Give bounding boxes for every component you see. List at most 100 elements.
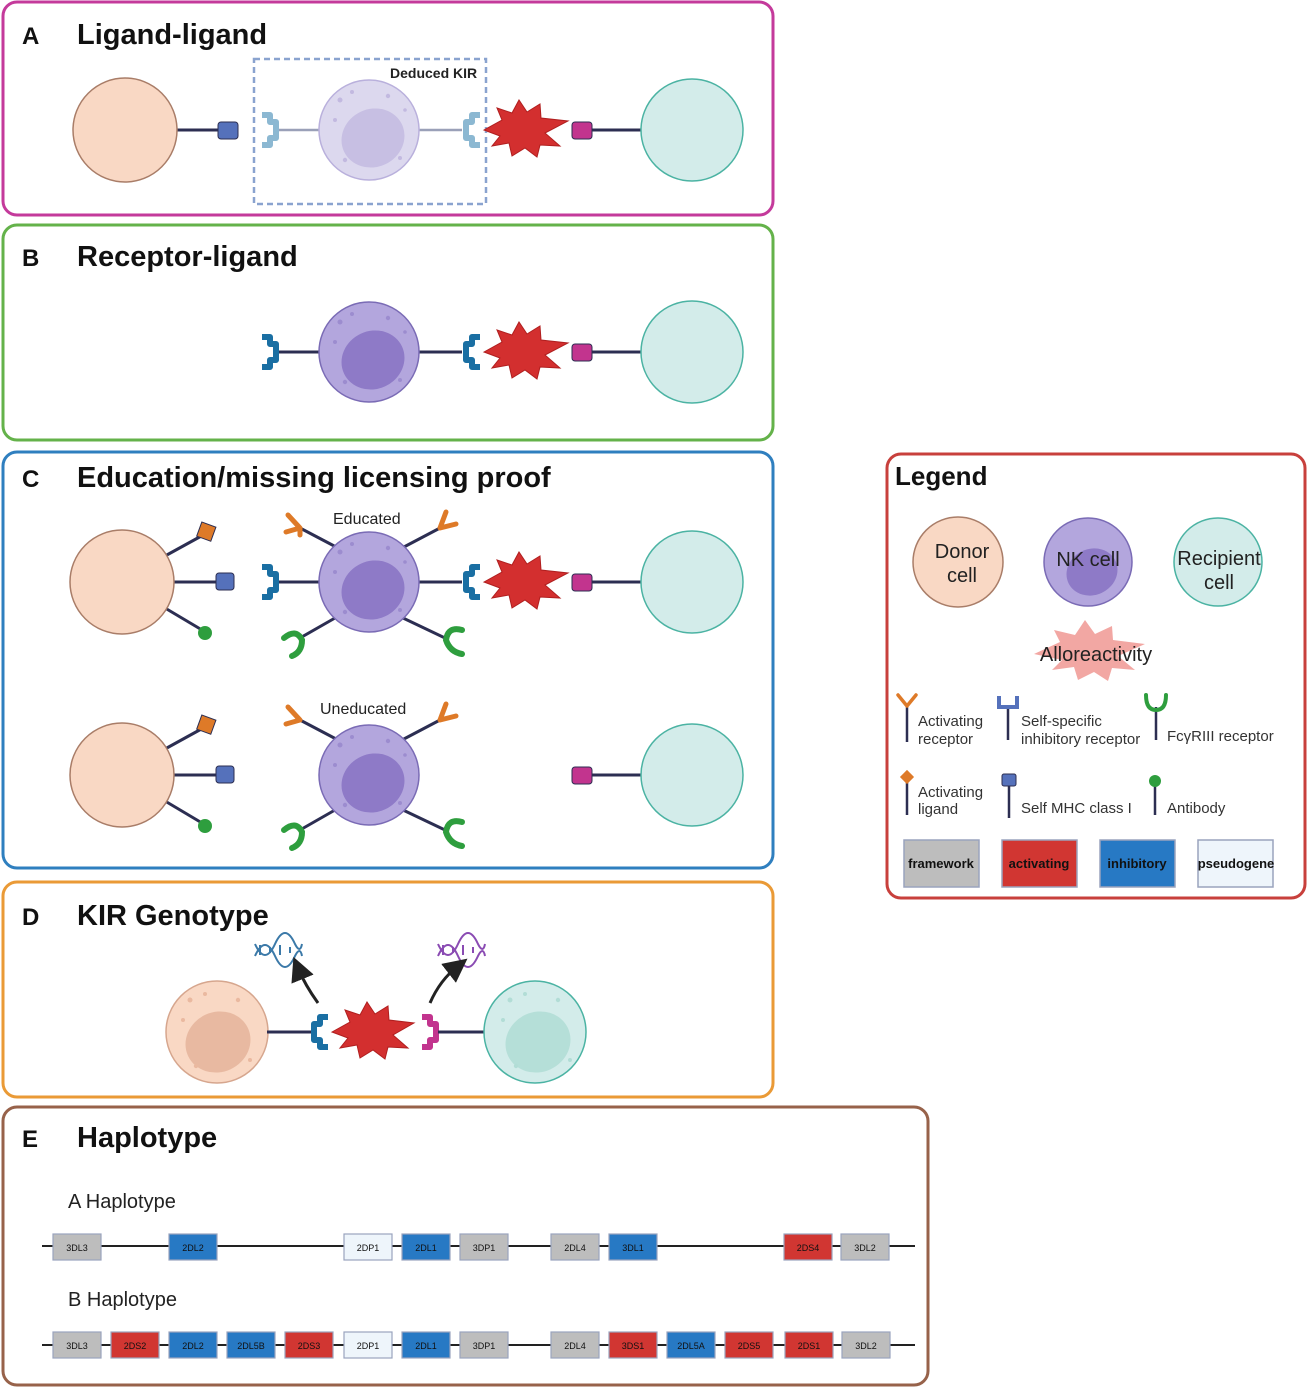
gene-box-2ds4 [783,1233,833,1261]
panel-c-frame [1,450,775,870]
alloreactivity-star [482,321,570,380]
legend-self-mhc-label: Self MHC class I [1021,800,1132,817]
key-framework-label: framework [908,856,975,871]
donor-cell [72,77,178,183]
panel-a-frame [1,0,775,217]
gene-label: 2DL4 [564,1341,586,1351]
donor-granules [181,992,252,1069]
gene-box-3dl1 [608,1233,658,1261]
panel-e-title: Haplotype [77,1122,217,1154]
legend-fc-receptor-icon [1144,693,1168,713]
activating-receptor [437,509,459,531]
self-mhc-ligand [215,572,235,591]
dna-icon [254,932,303,968]
legend-recipient-cell [1173,517,1263,607]
gene-label: 2DS4 [797,1243,820,1253]
gene-box-2dl2 [168,1331,218,1359]
deduced-kir-label: Deduced KIR [390,65,477,81]
gene-box-2ds1 [784,1331,834,1359]
arrow [291,956,320,1004]
connector-line [401,718,441,742]
deduced-kir-dashed-box [252,57,488,206]
legend-nk-label: NK cell [1056,549,1119,571]
legend-activating-receptor-label-1: Activating [918,713,983,730]
recipient-cell [640,530,744,634]
gene-label: 3DL3 [66,1243,88,1253]
self-mhc-ligand [217,121,239,140]
inhibitory-receptor [463,564,480,600]
panel-b-scene [262,300,744,404]
gene-label: 2DP1 [357,1341,380,1351]
connector-line [402,616,446,640]
inhibitory-receptor [311,1014,328,1050]
key-pseudogene-label: pseudogene [1198,856,1275,871]
donor-cell [69,529,175,635]
panel-a-scene: Deduced KIR [72,57,744,206]
alloreactivity-star [482,551,570,610]
legend-recipient-label-1: Recipient [1177,548,1261,570]
panel-d-letter: D [22,904,39,931]
fc-receptor [281,822,306,851]
recipient-cell [640,723,744,827]
gene-box-2dl2 [168,1233,218,1261]
gene-label: 2DL2 [182,1341,204,1351]
connector-line [402,808,446,832]
nk-nucleus [341,560,405,620]
gene-label: 3DL2 [855,1341,877,1351]
panel-a-letter: A [22,23,39,50]
panel-b-letter: B [22,245,39,272]
panel-c-title: Education/missing licensing proof [77,462,551,494]
legend-activating-receptor-icon [896,693,918,708]
dna-icon [437,932,486,968]
recipient-ligand [571,573,593,592]
nk-nucleus [341,330,405,390]
connector-line [299,718,339,742]
legend-title: Legend [895,461,987,491]
gene-box-2ds2 [110,1331,160,1359]
gene-label: 2DL2 [182,1243,204,1253]
activating-receptor [283,512,303,538]
recipient-nucleus [505,1011,571,1073]
inhibitory-receptor [262,334,279,370]
panel-d-scene [165,932,587,1084]
kir-receptor-recipient [422,1014,439,1050]
inhibitory-receptor [262,564,279,600]
connector-line [164,799,203,825]
panel-c-educated-scene: Educated [69,509,744,659]
legend-antibody-label: Antibody [1167,800,1226,817]
panel-d-title: KIR Genotype [77,900,269,932]
gene-label: 2DL1 [415,1341,437,1351]
donor-nucleus [185,1011,251,1073]
gene-box-3dl2 [841,1331,891,1359]
connector-line [164,606,203,632]
gene-box-2dl5a [666,1331,716,1359]
legend-alloreactivity-label: Alloreactivity [1040,644,1152,666]
gene-box-3dl3 [52,1331,102,1359]
recipient-cell [640,300,744,404]
legend-recipient-label-2: cell [1204,572,1234,594]
connector-line [401,526,441,550]
nk-granules [333,312,407,385]
recipient-cell [640,78,744,182]
antibody [198,626,212,640]
panel-e-frame [1,1105,930,1387]
gene-box-3dp1 [459,1233,509,1261]
gene-label: 2DP1 [357,1243,380,1253]
panel-b-frame [1,223,775,442]
activating-ligand [196,521,217,542]
nk-granules [333,542,407,615]
legend-inhibitory-receptor-label-1: Self-specific [1021,713,1102,730]
activating-ligand [196,714,217,735]
panel-b-title: Receptor-ligand [77,241,298,273]
haplotype-a-label: A Haplotype [68,1191,176,1213]
legend-activating-ligand-label-2: ligand [918,801,958,818]
connector-line [299,526,339,550]
connector-line [299,616,336,640]
panel-e-letter: E [22,1126,38,1153]
gene-label: 3DP1 [473,1243,496,1253]
faded-inhibitory-receptor [463,112,480,148]
panel-c-letter: C [22,466,39,493]
legend-inhibitory-receptor-icon [997,696,1019,709]
